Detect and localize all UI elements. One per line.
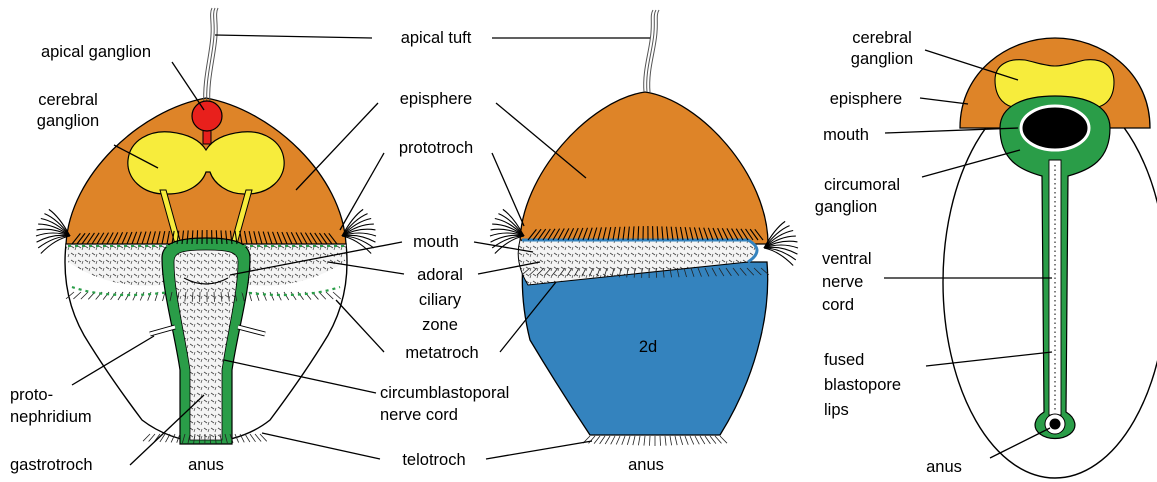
label-r-nerve: nerve xyxy=(822,273,863,291)
label-cerebral-ganglion-2: ganglion xyxy=(37,112,99,130)
label-r-cerebral-2: ganglion xyxy=(851,50,913,68)
cilium xyxy=(690,436,694,444)
label-r-cerebral-1: cerebral xyxy=(852,29,912,47)
cilium xyxy=(611,436,615,444)
cilium xyxy=(670,436,672,445)
label-r-ventral: ventral xyxy=(822,250,872,268)
cilium xyxy=(638,226,639,240)
cilium xyxy=(600,436,605,444)
cilium xyxy=(700,436,705,444)
label-ciliary: ciliary xyxy=(419,291,462,309)
label-apical-ganglion: apical ganglion xyxy=(41,43,151,61)
cilium xyxy=(660,436,661,446)
cilium xyxy=(710,436,716,444)
cilium xyxy=(260,434,267,441)
cilium xyxy=(680,436,683,445)
label-circumblastoporal-1: circumblastoporal xyxy=(380,384,509,402)
label-zone: zone xyxy=(422,316,458,334)
label-anus-left: anus xyxy=(188,456,224,474)
middle-episphere xyxy=(520,92,768,244)
cilium xyxy=(245,434,250,442)
label-r-lips: lips xyxy=(824,401,849,419)
right-mouth xyxy=(1021,106,1089,150)
cilium xyxy=(715,436,721,443)
label-telotroch: telotroch xyxy=(402,451,465,469)
label-gastrotroch: gastrotroch xyxy=(10,456,93,474)
cilium xyxy=(705,436,710,444)
cilium xyxy=(197,230,198,244)
cilium xyxy=(594,436,600,444)
label-apical-tuft: apical tuft xyxy=(401,29,472,47)
cilium xyxy=(627,436,630,445)
label-r-mouth: mouth xyxy=(823,126,869,144)
cilium xyxy=(649,436,650,446)
label-r-circumoral-1: circumoral xyxy=(824,176,900,194)
label-r-episphere: episphere xyxy=(830,90,902,108)
label-cerebral-ganglion-1: cerebral xyxy=(38,91,98,109)
cilium xyxy=(143,434,150,441)
label-r-anus: anus xyxy=(926,458,962,476)
label-proto: proto- xyxy=(10,386,53,404)
apical-ganglion-dot xyxy=(192,101,222,131)
label-2d: 2d xyxy=(639,338,657,356)
label-r-blastopore: blastopore xyxy=(824,376,901,394)
cilium xyxy=(675,436,677,445)
cilium xyxy=(633,436,635,445)
cilium xyxy=(149,434,155,441)
cilium xyxy=(210,434,211,444)
cilium xyxy=(657,226,658,240)
cilium xyxy=(616,436,620,444)
label-circumblastoporal-2: nerve cord xyxy=(380,406,458,424)
cilium xyxy=(250,434,256,442)
label-episphere: episphere xyxy=(400,90,472,108)
cilium xyxy=(665,436,666,446)
label-metatroch: metatroch xyxy=(405,344,478,362)
label-adoral: adoral xyxy=(417,266,463,284)
label-r-circumoral-2: ganglion xyxy=(815,198,877,216)
right-larva xyxy=(943,38,1157,478)
cilium xyxy=(622,436,625,445)
label-anus-middle: anus xyxy=(628,456,664,474)
cilium xyxy=(695,436,699,444)
cilium xyxy=(216,230,217,244)
label-nephridium: nephridium xyxy=(10,408,92,426)
label-mouth: mouth xyxy=(413,233,459,251)
label-prototroch: prototroch xyxy=(399,139,473,157)
cilium xyxy=(638,436,640,445)
middle-larva: 2d xyxy=(490,10,798,446)
cilium xyxy=(605,436,610,444)
left-larva xyxy=(36,8,376,444)
left-apical-tuft xyxy=(204,8,212,105)
cilium xyxy=(589,436,595,443)
label-r-fused: fused xyxy=(824,351,864,369)
cilium xyxy=(255,434,261,442)
right-anus xyxy=(1050,419,1061,430)
cilium xyxy=(685,436,688,445)
label-r-cord: cord xyxy=(822,296,854,314)
cilium xyxy=(644,436,645,446)
cilium xyxy=(720,436,727,443)
